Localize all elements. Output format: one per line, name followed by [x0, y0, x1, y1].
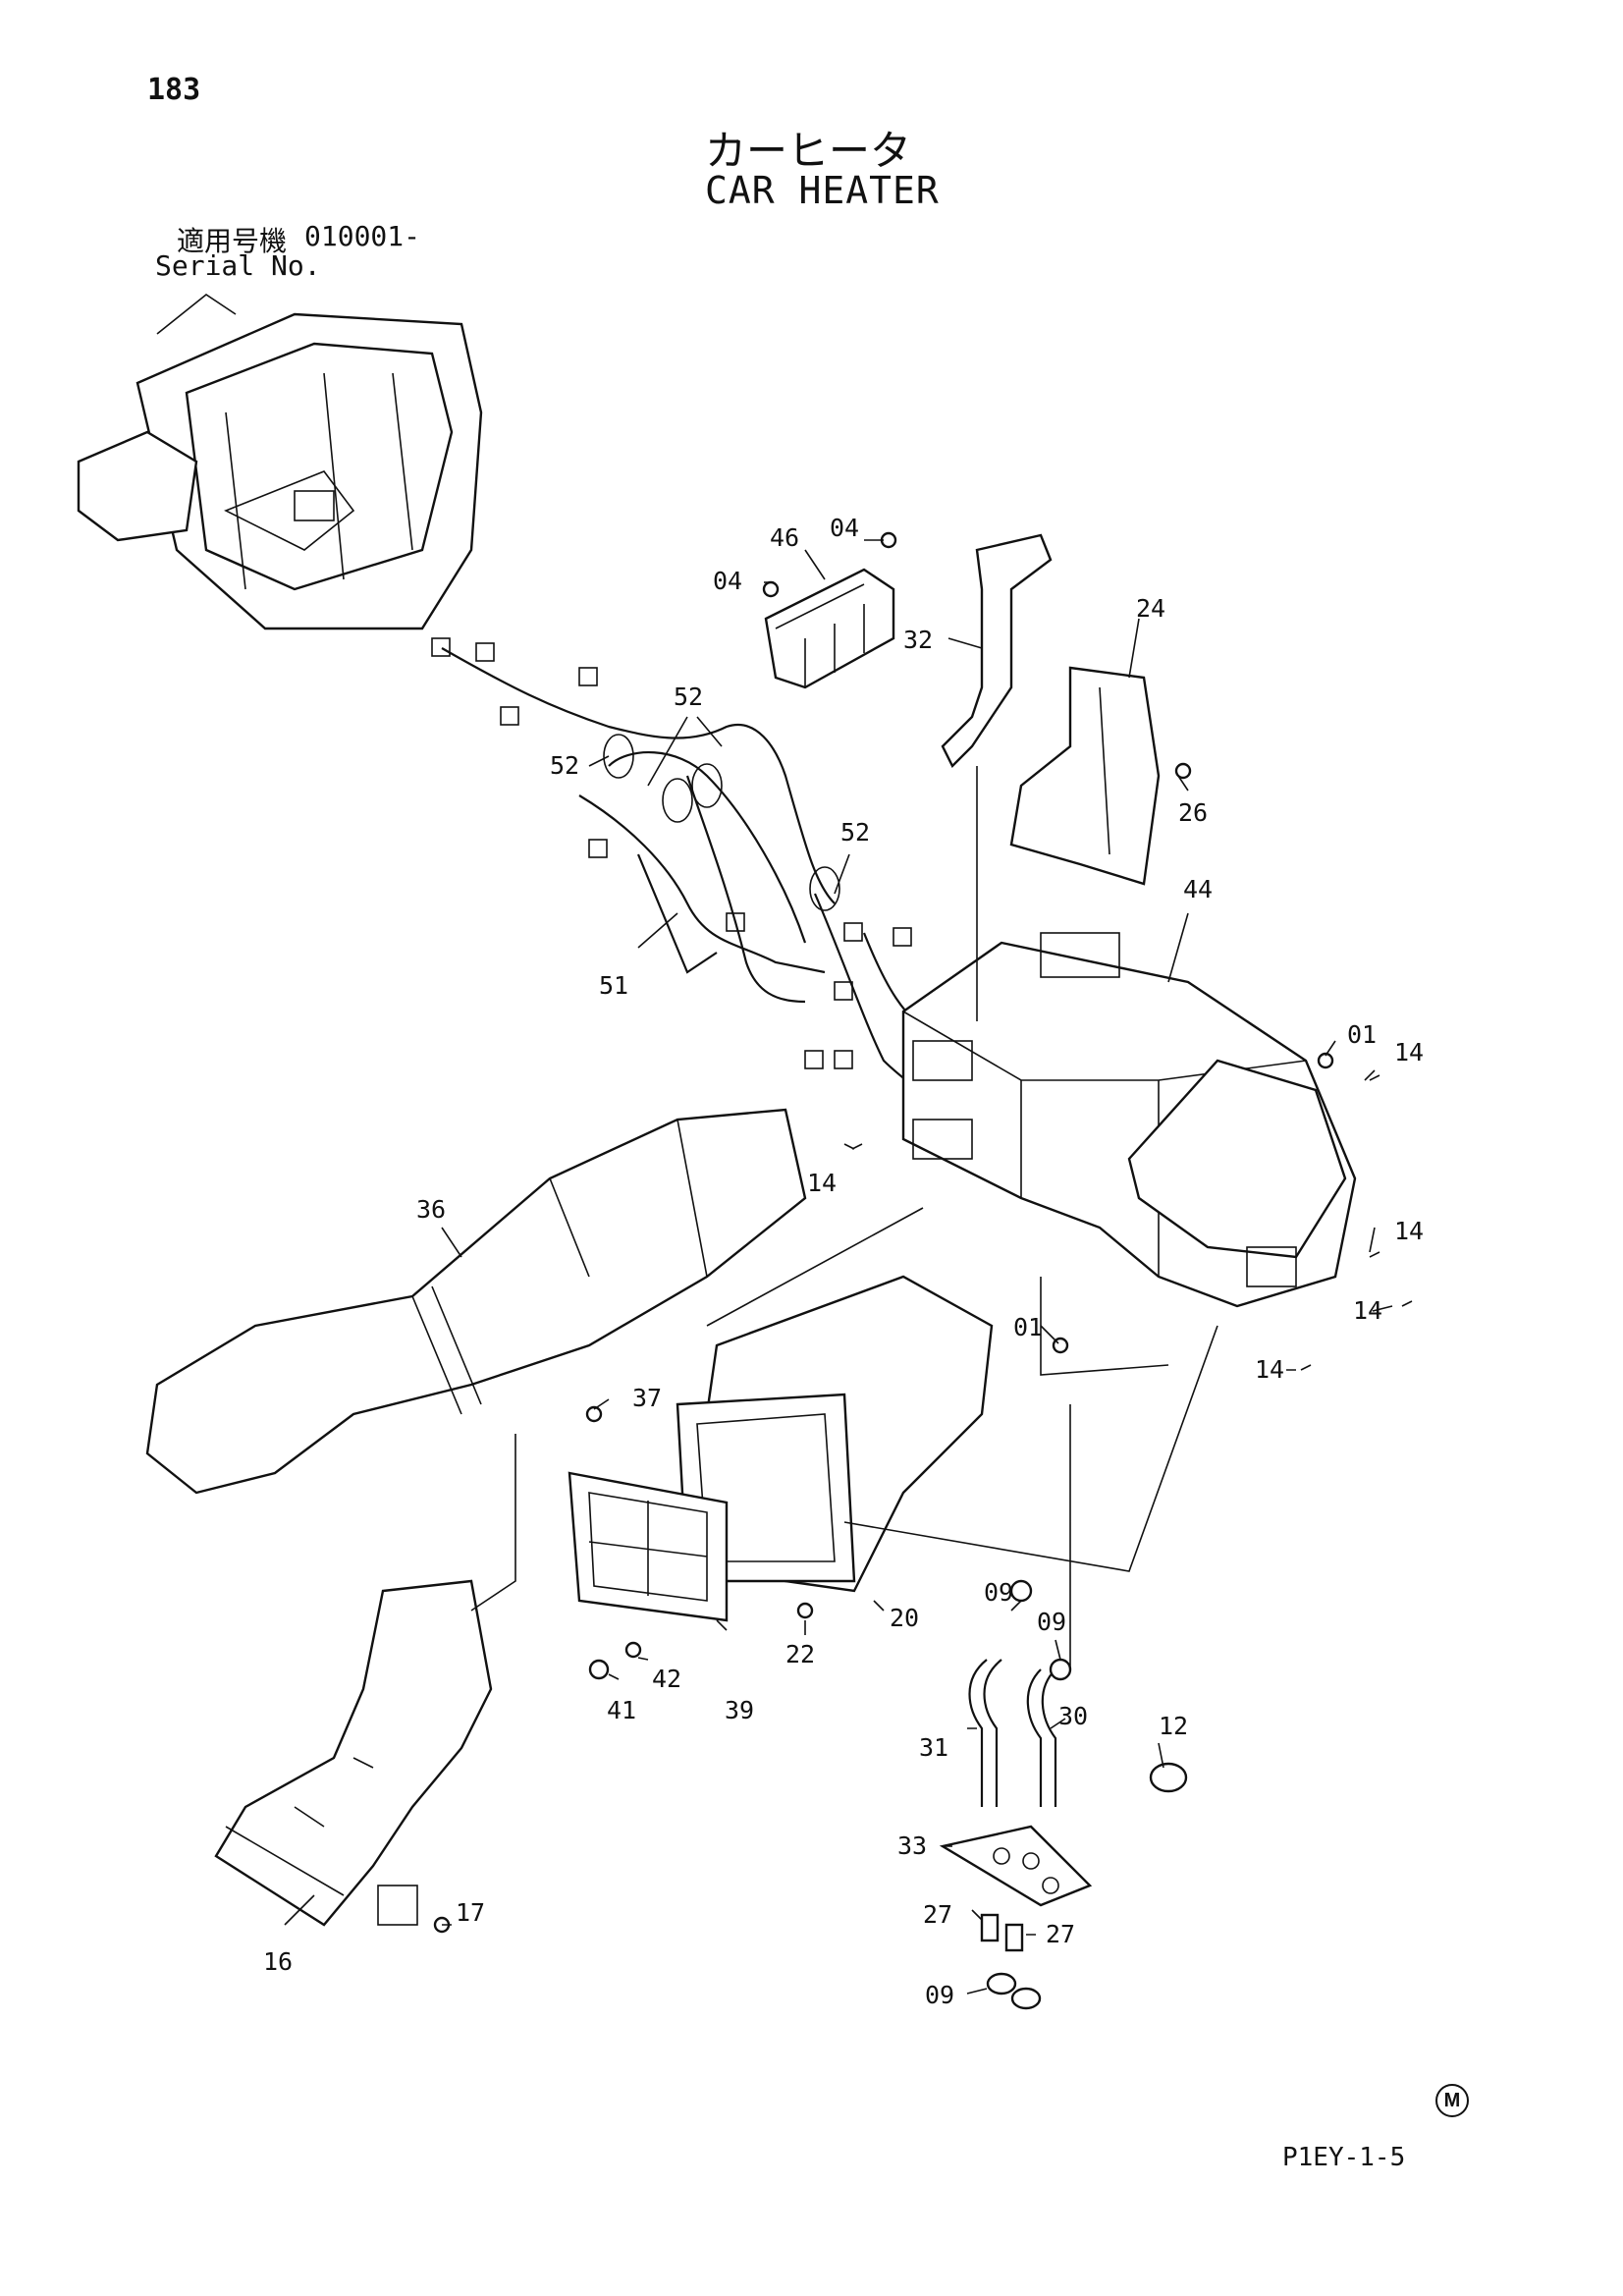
part-label-17: 17: [456, 1898, 485, 1927]
part-label-14-lower-right: 14: [1353, 1296, 1382, 1325]
part-label-30: 30: [1058, 1702, 1088, 1730]
serial-range: 010001-: [304, 220, 421, 252]
part-label-33: 33: [897, 1831, 927, 1860]
part-label-27-left: 27: [923, 1900, 952, 1929]
part-label-09-right: 09: [1037, 1608, 1066, 1636]
leader-lines: [284, 539, 1393, 1995]
part-label-14-upper: 14: [1394, 1038, 1424, 1066]
part-label-37: 37: [632, 1384, 662, 1412]
part-label-27-right: 27: [1046, 1920, 1075, 1948]
part-label-52-top: 52: [674, 683, 703, 711]
part-39-filter-frame: [568, 1471, 729, 1622]
part-46-controller: [764, 568, 895, 689]
part-label-01-upper: 01: [1347, 1020, 1377, 1049]
part-label-14-bottom: 14: [1255, 1355, 1284, 1384]
part-label-24: 24: [1136, 594, 1165, 623]
part-label-52-right: 52: [840, 818, 870, 847]
part-label-12: 12: [1159, 1712, 1188, 1740]
part-16-duct: [214, 1579, 493, 1927]
part-label-41: 41: [607, 1696, 636, 1724]
page-number: 183: [147, 73, 201, 107]
circled-m-mark: M: [1435, 2084, 1469, 2117]
part-label-04-lower: 04: [713, 567, 742, 595]
part-label-01-lower: 01: [1013, 1313, 1043, 1341]
serial-label-japanese: 適用号機: [177, 225, 288, 257]
part-label-14-right: 14: [1394, 1217, 1424, 1245]
part-label-04-upper: 04: [830, 514, 859, 542]
part-label-16: 16: [263, 1947, 293, 1976]
part-32-duct: [941, 533, 1053, 769]
part-24-duct: [1009, 666, 1161, 886]
part-label-39: 39: [725, 1696, 754, 1724]
excavator-locator-illustration: [77, 294, 483, 630]
part-label-20: 20: [890, 1604, 919, 1632]
part-36-duct: [145, 1108, 807, 1495]
part-44-heater-unit: [901, 932, 1357, 1308]
hose-assembly: [939, 1579, 1188, 2010]
part-label-09-bottom: 09: [925, 1981, 954, 2009]
wire-harness: [431, 637, 944, 1111]
part-label-22: 22: [785, 1640, 815, 1668]
part-label-31: 31: [919, 1733, 948, 1762]
page-title-japanese: カーヒータ: [705, 127, 912, 175]
part-label-32: 32: [903, 626, 933, 654]
document-code: P1EY-1-5: [1282, 2143, 1406, 2172]
part-label-44: 44: [1183, 875, 1213, 903]
part-label-52-left: 52: [550, 751, 579, 780]
part-label-46: 46: [770, 523, 799, 552]
part-label-36: 36: [416, 1195, 446, 1224]
part-label-26: 26: [1178, 798, 1208, 827]
part-label-42: 42: [652, 1665, 681, 1693]
part-label-14-center: 14: [807, 1169, 837, 1197]
part-label-09-left: 09: [984, 1578, 1013, 1607]
serial-label-english: Serial No.: [155, 249, 321, 282]
fasteners: [433, 531, 1413, 1934]
page-title-english: CAR HEATER: [705, 169, 940, 212]
part-label-51: 51: [599, 971, 628, 1000]
part-number-labels: 46 04 04 32 24 26 52 52 52 52 51 44 01 1…: [263, 514, 1424, 2009]
